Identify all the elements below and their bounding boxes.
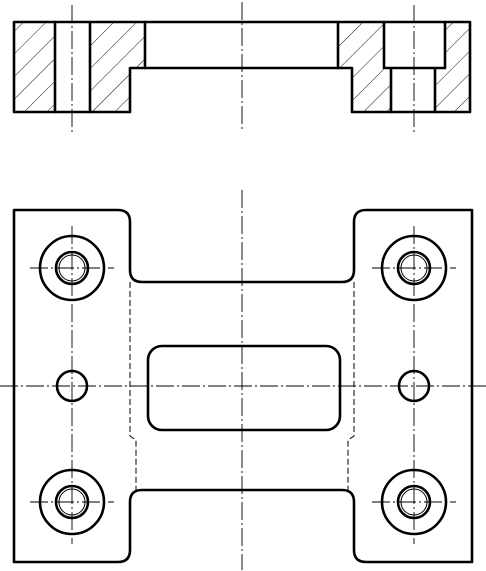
section-outline [12, 20, 472, 114]
top-view-outline [12, 208, 474, 564]
central-slot [146, 344, 342, 432]
right-counterbore [382, 20, 447, 114]
section-hatching [14, 22, 470, 112]
section-view [12, 2, 472, 134]
hidden-line-right [347, 282, 355, 490]
top-view [0, 190, 486, 570]
hidden-line-left [129, 282, 137, 490]
